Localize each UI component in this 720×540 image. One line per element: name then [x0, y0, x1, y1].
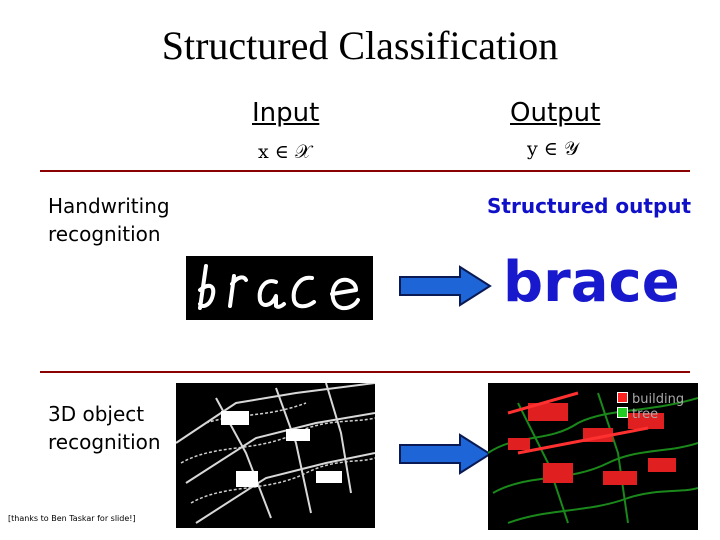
handwritten-brace-drawing [186, 256, 373, 320]
arrow-icon [398, 265, 494, 307]
middle-divider [40, 371, 690, 373]
building-swatch-icon [617, 392, 628, 403]
structured-output-label: Structured output [487, 194, 691, 218]
credit-note: [thanks to Ben Taskar for slide!] [8, 514, 136, 523]
legend-building-label: building [632, 392, 684, 407]
point-cloud-input-image [176, 383, 375, 528]
arrow-icon [398, 433, 494, 475]
handwriting-label-line1: Handwriting [48, 192, 170, 220]
structured-output-value: brace [503, 250, 680, 315]
output-header: Output [510, 98, 600, 128]
object-recognition-label: 3D object recognition [48, 400, 161, 456]
slide-title: Structured Classification [0, 22, 720, 69]
legend-item-tree: tree [617, 407, 684, 422]
point-cloud-scan [176, 383, 375, 528]
object-recognition-label-line2: recognition [48, 428, 161, 456]
input-space-math: x ∈ 𝒳 [258, 141, 311, 163]
legend-tree-label: tree [632, 407, 658, 422]
tree-swatch-icon [617, 407, 628, 418]
labeled-point-cloud-image: building tree [488, 383, 698, 530]
input-header: Input [252, 98, 319, 128]
handwriting-label-line2: recognition [48, 220, 170, 248]
handwriting-label: Handwriting recognition [48, 192, 170, 248]
output-space-math: y ∈ 𝒴 [527, 138, 579, 160]
legend: building tree [617, 392, 684, 422]
legend-item-building: building [617, 392, 684, 407]
object-recognition-label-line1: 3D object [48, 400, 161, 428]
handwriting-image [186, 256, 373, 320]
top-divider [40, 170, 690, 172]
